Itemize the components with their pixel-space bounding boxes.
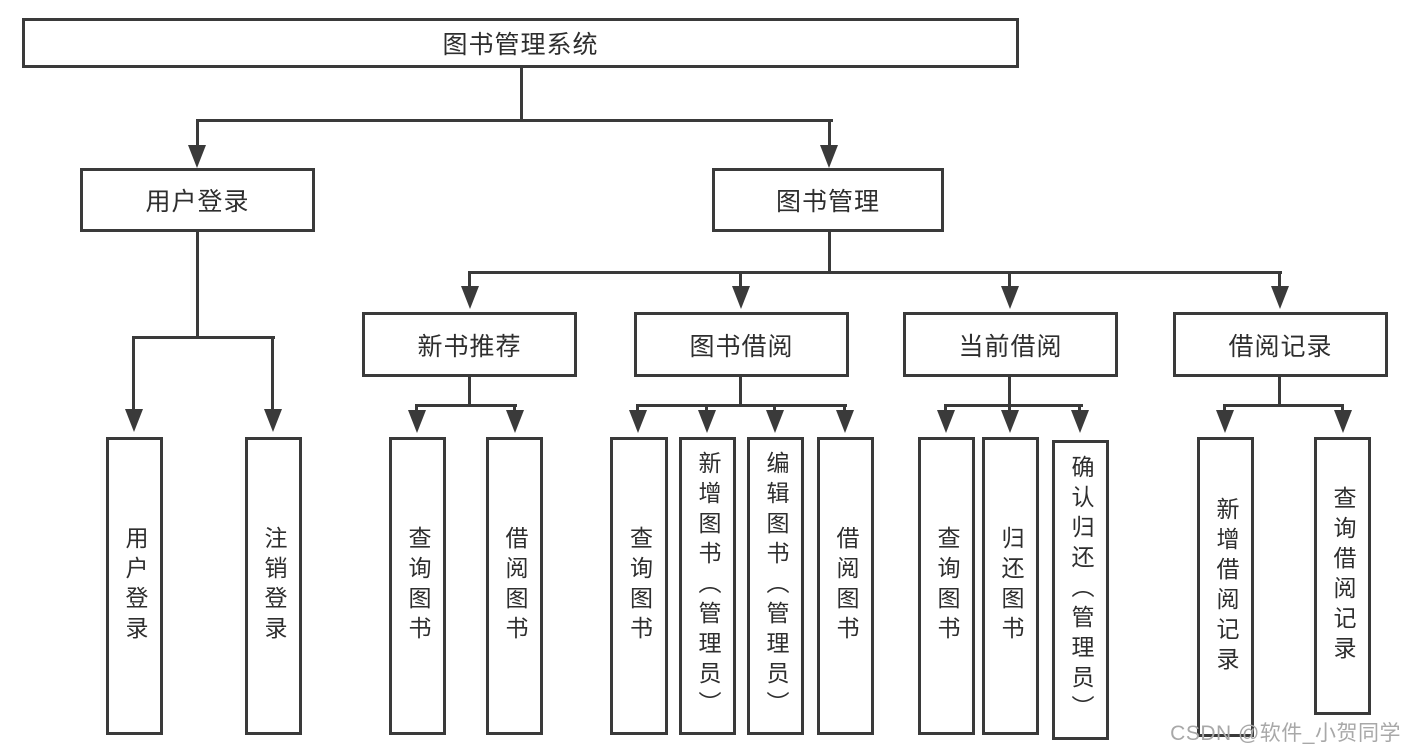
connector (1078, 404, 1081, 412)
arrowhead-down-icon (732, 286, 750, 309)
connector (196, 119, 833, 122)
connector (739, 271, 742, 289)
leaf-query-books-borrowing: 查询图书 (610, 437, 668, 735)
arrowhead-down-icon (125, 409, 143, 432)
arrowhead-down-icon (698, 410, 716, 433)
arrowhead-down-icon (1001, 410, 1019, 433)
connector (636, 404, 639, 412)
leaf-borrow-books-borrowing: 借阅图书 (817, 437, 874, 735)
leaf-edit-books-admin: 编辑图书（管理员） (747, 437, 804, 735)
connector (196, 119, 199, 152)
arrowhead-down-icon (264, 409, 282, 432)
connector (828, 119, 831, 152)
node-library-management-system: 图书管理系统 (22, 18, 1019, 68)
leaf-user-login: 用户登录 (106, 437, 163, 735)
arrowhead-down-icon (1271, 286, 1289, 309)
arrowhead-down-icon (820, 145, 838, 168)
leaf-query-books-current: 查询图书 (918, 437, 975, 735)
connector (513, 404, 516, 412)
connector (1008, 404, 1011, 412)
arrowhead-down-icon (1334, 410, 1352, 433)
connector (415, 404, 418, 412)
node-borrowing-records: 借阅记录 (1173, 312, 1388, 377)
connector (1341, 404, 1344, 412)
arrowhead-down-icon (766, 410, 784, 433)
connector (944, 404, 1083, 407)
leaf-add-borrow-record: 新增借阅记录 (1197, 437, 1254, 737)
arrowhead-down-icon (408, 410, 426, 433)
leaf-query-borrow-record: 查询借阅记录 (1314, 437, 1371, 715)
connector (132, 336, 135, 411)
connector (705, 404, 708, 412)
arrowhead-down-icon (1216, 410, 1234, 433)
csdn-watermark: CSDN @软件_小贺同学 (1170, 722, 1401, 745)
leaf-add-books-admin: 新增图书（管理员） (679, 437, 736, 735)
connector (271, 336, 274, 411)
connector (739, 377, 742, 407)
node-book-management: 图书管理 (712, 168, 944, 232)
arrowhead-down-icon (1071, 410, 1089, 433)
node-new-book-recommend: 新书推荐 (362, 312, 577, 377)
node-user-login: 用户登录 (80, 168, 315, 232)
connector (828, 232, 831, 274)
connector (1223, 404, 1344, 407)
arrowhead-down-icon (937, 410, 955, 433)
node-current-borrowing: 当前借阅 (903, 312, 1118, 377)
connector (520, 68, 523, 121)
connector (1278, 271, 1281, 289)
leaf-confirm-return-admin: 确认归还（管理员） (1052, 440, 1109, 740)
connector (132, 336, 275, 339)
connector (773, 404, 776, 412)
connector (636, 404, 847, 407)
connector (468, 271, 471, 289)
arrowhead-down-icon (836, 410, 854, 433)
arrowhead-down-icon (188, 145, 206, 168)
arrowhead-down-icon (1001, 286, 1019, 309)
connector (1008, 377, 1011, 407)
leaf-query-books-recommend: 查询图书 (389, 437, 446, 735)
connector (196, 232, 199, 338)
connector (1278, 377, 1281, 407)
arrowhead-down-icon (506, 410, 524, 433)
connector (944, 404, 947, 412)
connector (1008, 271, 1011, 289)
arrowhead-down-icon (461, 286, 479, 309)
connector (468, 271, 1282, 274)
leaf-logout: 注销登录 (245, 437, 302, 735)
connector (1223, 404, 1226, 412)
leaf-borrow-books-recommend: 借阅图书 (486, 437, 543, 735)
node-book-borrowing: 图书借阅 (634, 312, 849, 377)
connector (415, 404, 517, 407)
connector (843, 404, 846, 412)
arrowhead-down-icon (629, 410, 647, 433)
connector (468, 377, 471, 407)
leaf-return-books: 归还图书 (982, 437, 1039, 735)
